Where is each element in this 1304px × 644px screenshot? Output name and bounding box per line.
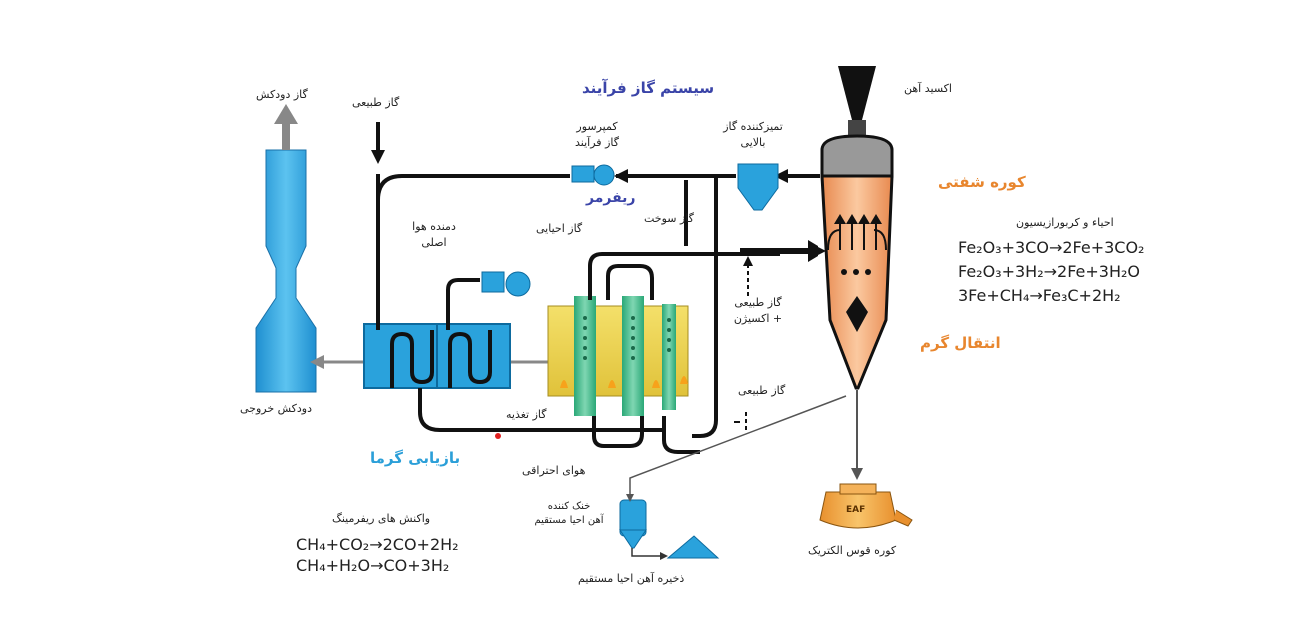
reduction-title: احیاء و کربورازیسیون <box>1016 216 1114 229</box>
reduction-eq-2: Fe₂O₃+3H₂→2Fe+3H₂O <box>958 262 1141 281</box>
dri-cooler-label-2: آهن احیا مستقیم <box>534 515 604 526</box>
process-piping <box>376 122 820 454</box>
shaft-furnace <box>820 66 894 480</box>
dri-cooler <box>619 499 647 549</box>
main-air-blower <box>481 271 531 297</box>
ng-oxygen-label-1: گاز طبیعی <box>734 296 782 309</box>
combustion-air-label: هوای احتراقی <box>522 464 586 477</box>
reformer-unit <box>547 296 689 416</box>
reforming-eq-1: CH₄+CO₂→2CO+2H₂ <box>296 535 459 554</box>
heat-recovery-title: بازیابی گرما <box>370 449 461 467</box>
fuel-gas-label: گاز سوخت <box>644 212 694 225</box>
reducing-gas-label: گاز احیایی <box>536 222 583 235</box>
stack-exit-label: دودکش خروجی <box>240 402 313 415</box>
eaf-badge: EAF <box>846 505 866 515</box>
flue-gas-label: گاز دودکش <box>256 88 308 101</box>
heat-recovery-unit <box>363 323 511 389</box>
reforming-eq-2: CH₄+H₂O→CO+3H₂ <box>296 556 450 575</box>
blower-label-2: اصلی <box>421 236 447 249</box>
dri-cooler-label-1: خنک کننده <box>547 501 591 512</box>
compressor-label-1: کمپرسور <box>576 120 618 133</box>
eaf-label: کوره قوس الکتریک <box>808 544 897 557</box>
natural-gas-top-label: گاز طبیعی <box>352 96 400 109</box>
process-gas-system-title: سیستم گاز فرآیند <box>582 79 715 97</box>
feed-point-marker <box>495 433 501 439</box>
reduction-eq-1: Fe₂O₃+3CO→2Fe+3CO₂ <box>958 238 1145 257</box>
top-gas-scrubber <box>737 163 779 211</box>
reformer-title: ریفرمر <box>586 190 636 206</box>
reforming-title: واکنش های ریفرمینگ <box>332 512 431 525</box>
feed-gas-label: گاز تغذیه <box>506 408 547 421</box>
eaf-furnace <box>819 483 913 529</box>
scrubber-label-2: بالایی <box>740 136 766 149</box>
scrubber-label-1: تمیزکننده گاز <box>723 120 783 133</box>
process-gas-compressor <box>571 164 615 186</box>
heat-transfer-title: انتقال گرم <box>920 334 1001 352</box>
dri-storage <box>666 535 720 559</box>
dri-storage-label: ذخیره آهن احیا مستقیم <box>578 572 685 585</box>
iron-oxide-label: اکسید آهن <box>904 82 952 95</box>
chimney-stack <box>255 104 317 393</box>
blower-label-1: دمنده هوا <box>412 220 456 233</box>
natural-gas-bottom-label: گاز طبیعی <box>738 384 786 397</box>
compressor-label-2: گاز فرآیند <box>575 136 619 149</box>
ng-oxygen-label-2: + اکسیژن <box>733 312 783 325</box>
reduction-eq-3: 3Fe+CH₄→Fe₃C+2H₂ <box>958 286 1121 305</box>
shaft-furnace-title: کوره شفتی <box>938 173 1026 191</box>
